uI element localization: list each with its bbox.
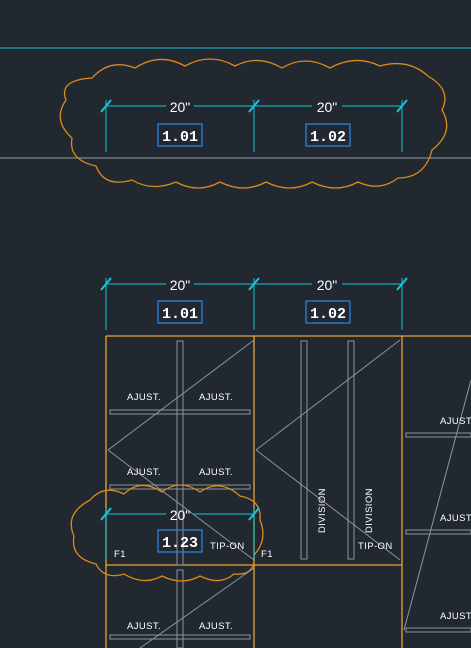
dimension-label: 20" — [317, 99, 338, 115]
revision-cloud-lower[interactable] — [70, 484, 264, 582]
dimension-label: 20" — [170, 277, 191, 293]
dimension-label: 20" — [170, 507, 191, 523]
revision-cloud-top[interactable] — [59, 58, 448, 189]
shelf-label: AJUST. — [127, 621, 161, 632]
dimension-mid — [100, 277, 408, 330]
tipon-label: TIP-ON — [210, 541, 245, 552]
dimension-top — [100, 99, 408, 152]
dimension-label: 20" — [170, 99, 191, 115]
f1-label: F1 — [114, 549, 126, 560]
shelf-label: AJUST. — [127, 467, 161, 478]
tag-label: 1.01 — [162, 306, 198, 323]
tag-label: 1.02 — [310, 129, 346, 146]
tag-box[interactable] — [305, 123, 351, 147]
tag-label: 1.02 — [310, 306, 346, 323]
tag-box[interactable] — [157, 300, 203, 324]
shelf-label: AJUST — [440, 416, 471, 427]
shelf-label: AJUST. — [199, 467, 233, 478]
dimension-lower — [100, 507, 260, 560]
tag-box[interactable] — [305, 300, 351, 324]
shelf-label: AJUST — [440, 513, 471, 524]
division-label: DIVISION — [317, 488, 328, 533]
shelf-label: AJUST. — [127, 392, 161, 403]
tipon-label: TIP-ON — [358, 541, 393, 552]
shelf-label: AJUST. — [199, 392, 233, 403]
shelf-label: AJUST — [440, 611, 471, 622]
f1-label: F1 — [261, 549, 273, 560]
tag-box[interactable] — [157, 123, 203, 147]
tag-box[interactable] — [157, 529, 203, 553]
dimension-label: 20" — [317, 277, 338, 293]
shelf-label: AJUST. — [199, 621, 233, 632]
division-label: DIVISION — [364, 488, 375, 533]
cabinet-elevation[interactable] — [105, 335, 471, 648]
tag-label: 1.23 — [162, 535, 198, 552]
tag-label: 1.01 — [162, 129, 198, 146]
